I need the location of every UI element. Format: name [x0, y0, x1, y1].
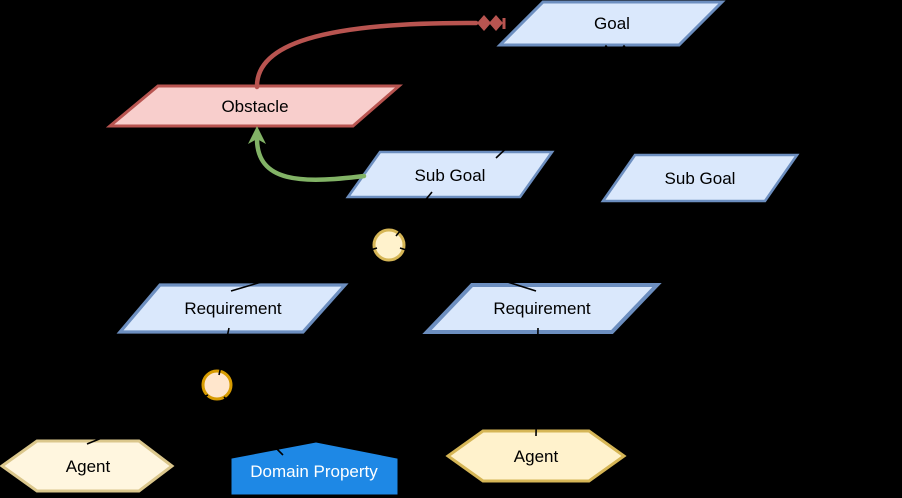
- link-requirement-right-to-junction-upper[interactable]: [399, 247, 537, 292]
- nodes-layer: [0, 0, 800, 495]
- diamond-arrowhead-icon: [489, 15, 503, 31]
- obstruction-curve[interactable]: [254, 20, 479, 90]
- link-agent-right-to-requirement-right[interactable]: [535, 327, 539, 437]
- node-agent-left-label: Agent: [66, 457, 111, 476]
- link-subgoal-left-to-goal[interactable]: [495, 47, 613, 159]
- node-requirement-left-label: Requirement: [184, 299, 282, 318]
- node-goal-label: Goal: [594, 14, 630, 33]
- refinement-links[interactable]: [86, 44, 697, 456]
- link-subgoal-right-to-goal[interactable]: [624, 47, 697, 150]
- open-arrowhead-icon: [615, 44, 633, 57]
- node-sub-goal-left-label: Sub Goal: [415, 166, 486, 185]
- node-agent-right[interactable]: [445, 429, 627, 483]
- link-requirement-left-to-junction-upper[interactable]: [230, 247, 378, 292]
- link-junction-lower-to-requirement-left[interactable]: [218, 327, 230, 376]
- link-junction-upper-to-subgoal-left[interactable]: [395, 191, 433, 237]
- node-requirement-right[interactable]: [422, 283, 662, 334]
- node-obstacle-label: Obstacle: [221, 97, 288, 116]
- node-sub-goal-right-label: Sub Goal: [665, 169, 736, 188]
- node-domain-property[interactable]: [231, 442, 398, 495]
- node-domain-property-label: Domain Property: [250, 462, 378, 481]
- node-agent-left[interactable]: [0, 439, 175, 493]
- link-agent-left-to-junction-lower[interactable]: [86, 394, 209, 445]
- node-requirement-right-label: Requirement: [493, 299, 591, 318]
- node-goal[interactable]: [496, 0, 726, 47]
- link-domain-property-to-junction-lower[interactable]: [223, 396, 284, 456]
- refinement-junction-upper[interactable]: [372, 228, 406, 262]
- node-sub-goal-left[interactable]: [345, 150, 555, 199]
- node-obstacle[interactable]: [105, 84, 404, 128]
- triangle-arrowhead-icon: [248, 126, 266, 144]
- resolution-edge[interactable]: [248, 126, 367, 182]
- node-agent-right-label: Agent: [514, 447, 559, 466]
- resolution-curve[interactable]: [254, 137, 367, 182]
- node-sub-goal-right[interactable]: [600, 153, 800, 203]
- refinement-junction-lower[interactable]: [201, 369, 233, 401]
- node-requirement-left[interactable]: [116, 283, 349, 334]
- diamond-arrowhead-icon: [477, 15, 491, 31]
- labels-layer: Goal Obstacle Sub Goal Sub Goal Requirem…: [66, 14, 736, 481]
- open-arrowhead-icon: [597, 44, 615, 58]
- obstruction-edge[interactable]: [254, 15, 506, 90]
